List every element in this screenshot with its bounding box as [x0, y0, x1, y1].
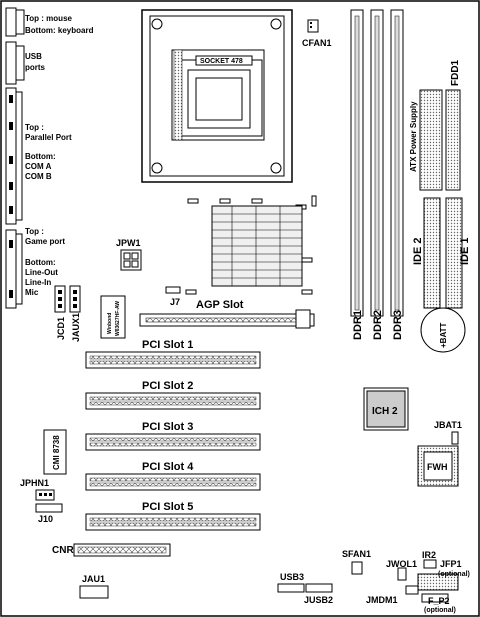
ddr1-label: DDR1	[352, 310, 364, 340]
pci-slot-3-label: PCI Slot 3	[142, 421, 193, 433]
jau1-connector	[79, 585, 109, 599]
sfan1-label: SFAN1	[342, 549, 371, 559]
cfan1-label: CFAN1	[302, 38, 332, 48]
pci-slot-4	[85, 473, 261, 491]
mic-label: Mic	[25, 288, 39, 297]
cnr-label: CNR	[52, 545, 74, 556]
ps2-port	[15, 9, 25, 35]
pci-slot-1	[85, 351, 261, 369]
com-a-label: COM A	[25, 162, 52, 171]
j7-jumper	[165, 286, 181, 294]
jmdm1-label: JMDM1	[366, 595, 398, 605]
ps2-bottom-label: Bottom: keyboard	[25, 26, 94, 35]
cmi8738-chip	[43, 429, 67, 475]
ddr-slots	[350, 9, 404, 317]
j10-label: J10	[38, 514, 53, 524]
atx-power-label: ATX Power Supply	[409, 101, 418, 172]
fwh-label: FWH	[427, 462, 448, 472]
game-top-label: Top :	[25, 227, 44, 236]
jfp1-header	[417, 573, 459, 591]
ide2-connector	[423, 197, 441, 309]
pci-slot-1-label: PCI Slot 1	[142, 339, 193, 351]
jcd1-label: JCD1	[56, 317, 66, 340]
jaux1-label: JAUX1	[71, 313, 81, 342]
winbond-label: Winbond	[107, 313, 113, 334]
battery-label: +BATT	[439, 322, 448, 348]
pci-slot-2	[85, 392, 261, 410]
com-bottom-label: Bottom:	[25, 152, 56, 161]
jfp1-optional-label: (optional)	[438, 571, 470, 578]
jmdm1-header	[405, 585, 419, 595]
parallel-serial-block	[15, 91, 23, 221]
fp2-optional-label: (optional)	[424, 607, 456, 614]
ir2-label: IR2	[422, 550, 436, 560]
atx-power-connector	[419, 89, 443, 191]
pci-slot-4-label: PCI Slot 4	[142, 461, 194, 473]
audio-bottom-label: Bottom:	[25, 258, 56, 267]
pci-slot-5	[85, 513, 261, 531]
ide1-label: IDE 1	[459, 237, 471, 265]
cmi8738-label: CMI 8738	[52, 435, 61, 470]
pci-slot-2-label: PCI Slot 2	[142, 380, 193, 392]
agp-label: AGP Slot	[196, 299, 244, 311]
line-in-label: Line-In	[25, 278, 51, 287]
jwol1-header	[397, 567, 407, 581]
usb-label-2: ports	[25, 63, 46, 72]
battery	[420, 307, 466, 353]
ich2-label: ICH 2	[372, 406, 398, 417]
fp2-label: F_P2	[428, 596, 450, 606]
ide1-connector	[445, 197, 463, 309]
j10-connector	[35, 503, 63, 513]
line-out-label: Line-Out	[25, 268, 58, 277]
socket-label: SOCKET 478	[200, 58, 243, 65]
game-audio-block	[15, 233, 23, 305]
ddr2-label: DDR2	[372, 310, 384, 340]
fp2-header	[421, 593, 449, 603]
j7-label: J7	[170, 297, 180, 307]
pci-slot-3	[85, 433, 261, 451]
com-b-label: COM B	[25, 172, 52, 181]
pci-slot-5-label: PCI Slot 5	[142, 501, 193, 513]
usb3-header	[277, 583, 305, 593]
game-port-label: Game port	[25, 237, 65, 246]
ps2-top-label: Top : mouse	[25, 14, 73, 23]
jpw1-label: JPW1	[116, 238, 141, 248]
parallel-port-label: Parallel Port	[25, 133, 72, 142]
usb-label: USB	[25, 52, 42, 61]
cfan1-header	[307, 19, 319, 33]
usb-port-block	[15, 45, 25, 81]
jusb2-label: JUSB2	[304, 595, 333, 605]
parallel-top-label: Top :	[25, 123, 44, 132]
cpu-socket-area	[141, 9, 293, 183]
ddr3-label: DDR3	[392, 310, 404, 340]
ide2-label: IDE 2	[412, 237, 424, 265]
winbond-model-label: W83627HF-AW	[115, 301, 121, 336]
jwol1-label: JWOL1	[386, 559, 417, 569]
ir2-header	[423, 559, 437, 569]
northbridge-heatsink	[211, 205, 303, 287]
pci-slots	[85, 351, 261, 531]
jphn1-label: JPHN1	[20, 478, 49, 488]
jusb2-header	[305, 583, 333, 593]
io-panel	[5, 7, 25, 309]
winbond-chip	[100, 295, 126, 339]
jbat1-label: JBAT1	[434, 420, 462, 430]
jbat1-jumper	[451, 431, 459, 445]
fdd1-label: FDD1	[450, 59, 461, 86]
jfp1-label: JFP1	[440, 559, 462, 569]
usb3-label: USB3	[280, 572, 304, 582]
jau1-label: JAU1	[82, 574, 105, 584]
fdd1-connector	[445, 89, 461, 191]
ich2-chip	[366, 390, 406, 428]
sfan1-header	[351, 561, 363, 575]
